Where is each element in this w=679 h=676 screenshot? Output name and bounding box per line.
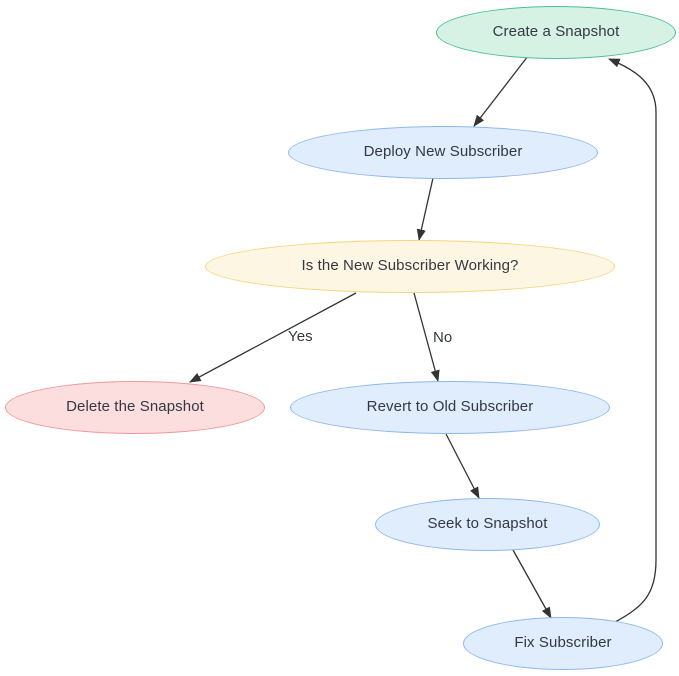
node-delete-the-snapshot[interactable]: Delete the Snapshot [5,381,265,434]
node-label-delete-the-snapshot: Delete the Snapshot [66,398,204,416]
node-label-seek-to-snapshot: Seek to Snapshot [427,515,548,533]
node-revert-to-old-subscriber[interactable]: Revert to Old Subscriber [290,381,610,434]
edge-deploy-to-decision [416,177,434,242]
edge-label-no: No [433,329,453,346]
edge-label-yes: Yes [288,328,313,345]
edge-no-revert [413,292,440,383]
node-label-fix-subscriber: Fix Subscriber [514,634,612,652]
edge-create-to-deploy [473,55,529,127]
node-label-revert-to-old-subscriber: Revert to Old Subscriber [366,398,534,416]
node-deploy-new-subscriber[interactable]: Deploy New Subscriber [288,126,598,179]
node-seek-to-snapshot[interactable]: Seek to Snapshot [375,498,600,551]
node-create-snapshot[interactable]: Create a Snapshot [436,6,676,59]
edge-yes-delete [189,292,357,383]
node-label-create-snapshot: Create a Snapshot [492,23,620,41]
edge-seek-to-fix [512,549,552,619]
edge-revert-to-seek [445,433,480,499]
edge-fix-to-create [608,58,657,624]
node-label-deploy-new-subscriber: Deploy New Subscriber [363,143,523,161]
node-label-is-new-subscriber-working: Is the New Subscriber Working? [301,257,519,275]
node-is-new-subscriber-working[interactable]: Is the New Subscriber Working? [205,240,615,293]
node-fix-subscriber[interactable]: Fix Subscriber [463,617,663,670]
